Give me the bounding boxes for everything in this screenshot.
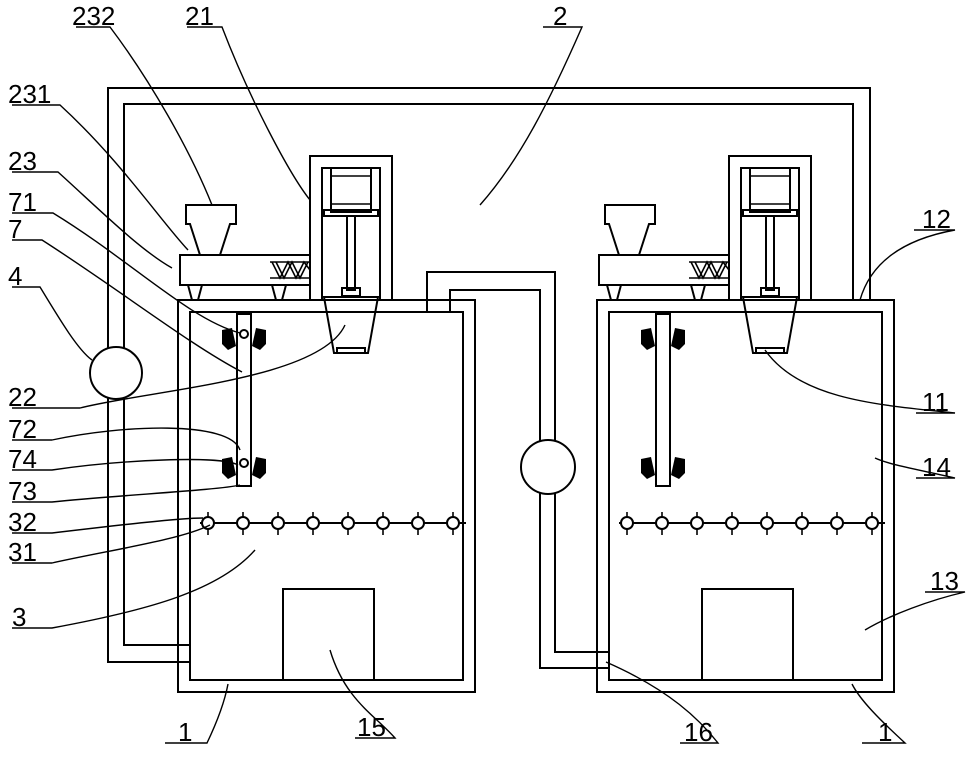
label-13: 13 — [930, 566, 959, 596]
label-11: 11 — [922, 387, 949, 417]
label-14: 14 — [922, 452, 951, 482]
left-tank — [178, 300, 475, 692]
left-bottom-box — [283, 589, 374, 680]
right-nozzle-bar — [619, 512, 885, 535]
label-23: 23 — [8, 146, 37, 176]
right-press-housing — [729, 156, 811, 353]
label-4: 4 — [8, 261, 22, 291]
label-31: 31 — [8, 537, 37, 567]
label-7: 7 — [8, 214, 22, 244]
label-71: 71 — [8, 187, 37, 217]
label-1-right: 1 — [878, 717, 892, 747]
right-stirrer — [641, 314, 685, 486]
left-feeder — [180, 205, 310, 300]
label-22: 22 — [8, 382, 37, 412]
label-72: 72 — [8, 414, 37, 444]
label-232: 232 — [72, 1, 115, 31]
label-15: 15 — [357, 712, 386, 742]
left-press-housing — [310, 156, 392, 353]
label-73: 73 — [8, 476, 37, 506]
leader-lines — [12, 27, 965, 743]
label-16: 16 — [684, 717, 713, 747]
right-bottom-box — [702, 589, 793, 680]
label-12: 12 — [922, 204, 951, 234]
label-21: 21 — [185, 1, 214, 31]
labels: 232 21 2 231 23 71 7 4 12 22 72 74 73 32… — [8, 1, 959, 747]
label-32: 32 — [8, 507, 37, 537]
left-nozzle-bar — [200, 512, 466, 535]
right-tank — [597, 300, 894, 692]
left-pump — [90, 347, 142, 399]
label-1-left: 1 — [178, 717, 192, 747]
label-74: 74 — [8, 444, 37, 474]
right-feeder — [599, 205, 729, 300]
left-stirrer — [222, 314, 266, 486]
label-3: 3 — [12, 602, 26, 632]
label-231: 231 — [8, 79, 51, 109]
middle-pump — [521, 440, 575, 494]
label-2: 2 — [553, 1, 567, 31]
middle-pipe — [427, 272, 609, 668]
